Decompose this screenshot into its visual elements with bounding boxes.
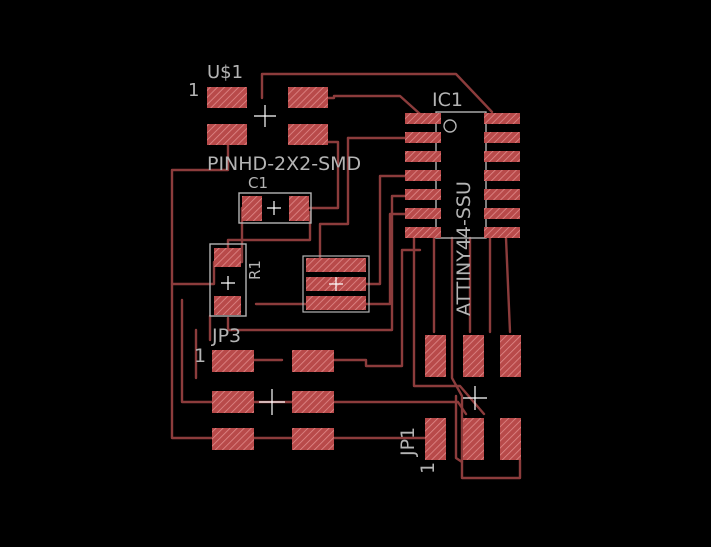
header-u1: U$1 1 PINHD-2X2-SMD: [188, 62, 361, 175]
jp3-pin1-label: 1: [194, 345, 206, 367]
pad: [500, 335, 521, 377]
c1-name-label: C1: [248, 174, 268, 192]
pad: [405, 113, 441, 124]
u1-pin1-label: 1: [188, 80, 199, 101]
pad: [306, 258, 366, 272]
pad: [292, 391, 334, 413]
u1-value-label: PINHD-2X2-SMD: [207, 153, 361, 175]
pad: [288, 124, 328, 145]
trace: [180, 298, 216, 404]
origin-cross: [254, 105, 276, 127]
pad: [405, 208, 441, 219]
ic1-name-label: IC1: [432, 89, 463, 111]
pad: [292, 428, 334, 450]
trace: [450, 236, 522, 480]
pad: [212, 428, 254, 450]
pad: [484, 227, 520, 238]
pad: [405, 189, 441, 200]
jp1-name-label: JP1: [397, 427, 419, 457]
three-pad-component: [302, 255, 370, 313]
header-jp3: JP3 1: [194, 325, 334, 450]
ic1-attiny44: IC1 ATTINY44-SSU: [405, 89, 520, 316]
pad: [425, 335, 446, 377]
trace: [504, 236, 512, 334]
pad: [289, 196, 309, 221]
origin-cross: [329, 277, 343, 291]
jp3-name-label: JP3: [211, 325, 241, 347]
trace: [226, 194, 422, 332]
origin-cross: [221, 276, 235, 290]
pad-group-upper: [425, 335, 521, 377]
pad: [484, 151, 520, 162]
ic1-value-label: ATTINY44-SSU: [453, 181, 475, 316]
pad: [212, 350, 254, 372]
pin1-marker: [443, 119, 457, 133]
trace: [454, 394, 464, 464]
origin-cross: [463, 386, 487, 410]
pad: [306, 296, 366, 310]
trace: [332, 248, 422, 368]
trace: [332, 400, 468, 416]
pad: [212, 391, 254, 413]
pad: [484, 113, 520, 124]
pad: [242, 196, 262, 221]
resistor-r1: R1: [209, 243, 264, 317]
pad: [207, 87, 247, 108]
pad: [405, 151, 441, 162]
pad: [292, 350, 334, 372]
trace: [170, 130, 230, 440]
pad: [405, 132, 441, 143]
pad: [463, 418, 484, 460]
origin-cross: [267, 201, 281, 215]
pad: [463, 335, 484, 377]
trace: [318, 136, 350, 264]
header-jp1: JP1 1: [397, 386, 521, 474]
pad: [484, 189, 520, 200]
pad: [405, 170, 441, 181]
origin-cross: [259, 389, 285, 415]
pad: [500, 418, 521, 460]
pad: [207, 124, 247, 145]
pad: [484, 170, 520, 181]
trace: [170, 206, 244, 286]
trace: [412, 236, 486, 416]
pad: [214, 248, 241, 267]
trace: [260, 72, 494, 114]
pad: [484, 132, 520, 143]
pad: [214, 296, 241, 315]
capacitor-c1: C1: [238, 174, 312, 224]
pad: [425, 418, 446, 460]
pad: [288, 87, 328, 108]
pad: [405, 227, 441, 238]
u1-name-label: U$1: [207, 62, 243, 83]
jp1-pin1-label: 1: [417, 462, 439, 474]
r1-name-label: R1: [246, 260, 264, 280]
pad: [484, 208, 520, 219]
